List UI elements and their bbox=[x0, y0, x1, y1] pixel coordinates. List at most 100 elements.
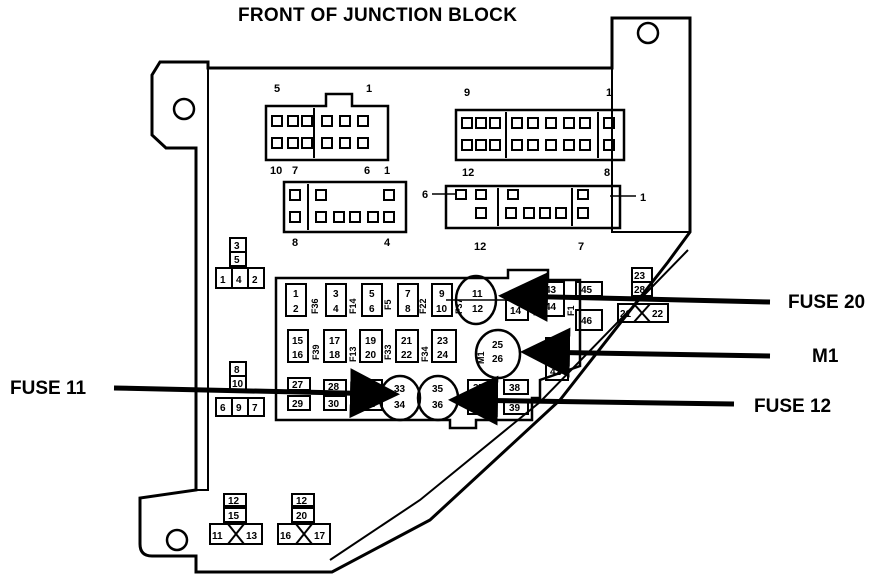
relay-b1-pin: 13 bbox=[246, 531, 258, 542]
fuse-num: 2 bbox=[293, 304, 299, 315]
callout-m1: M1 bbox=[812, 346, 839, 367]
relay-mid-pin: 10 bbox=[232, 379, 244, 390]
c3-pin-tl: 7 bbox=[292, 165, 298, 177]
arrow-m1 bbox=[520, 327, 771, 378]
relay-bottom-1: 12 15 11 13 bbox=[209, 493, 263, 545]
relay-mid-pin: 6 bbox=[220, 403, 226, 414]
fuse-label: F36 bbox=[310, 298, 320, 314]
relay-left-pin: 4 bbox=[236, 275, 242, 286]
fuse-num: 16 bbox=[292, 350, 304, 361]
arrow-fuse20 bbox=[498, 271, 771, 322]
c3-pin-tr: 1 bbox=[384, 165, 390, 177]
fuse-num: 4 bbox=[333, 304, 339, 315]
fuse-num: 26 bbox=[492, 354, 504, 365]
fuse-num: 23 bbox=[437, 336, 449, 347]
relay-mid-pin: 9 bbox=[236, 403, 242, 414]
relay-right-pin: 23 bbox=[634, 271, 646, 282]
fuse-num: 30 bbox=[328, 399, 340, 410]
c2-pin-tl: 9 bbox=[464, 87, 470, 99]
connector-c2: 9 1 12 8 bbox=[454, 87, 626, 179]
c3-pin-bl: 8 bbox=[292, 237, 298, 249]
c4-pin-bl: 12 bbox=[474, 241, 486, 253]
relay-b1-pin: 11 bbox=[212, 531, 223, 542]
fuse-num: 27 bbox=[292, 380, 304, 391]
callout-arrows bbox=[113, 271, 771, 426]
relay-left-pin: 3 bbox=[234, 241, 240, 252]
c2-pin-bl: 12 bbox=[462, 167, 474, 179]
relay-cell-num: 45 bbox=[581, 285, 593, 296]
fuse-num: 19 bbox=[365, 336, 377, 347]
fuse-num: 9 bbox=[439, 289, 445, 300]
c4-pin-l: 6 bbox=[422, 189, 428, 201]
c2-pin-tr: 1 bbox=[606, 87, 612, 99]
fuse-label: F5 bbox=[383, 299, 393, 310]
relay-b2-pin: 12 bbox=[296, 496, 308, 507]
fuse-num: 38 bbox=[509, 383, 521, 394]
fuse-num: 40 bbox=[473, 403, 485, 414]
fuse-num: 28 bbox=[328, 382, 340, 393]
fuse-num: 33 bbox=[394, 384, 406, 395]
c1-pin-br: 6 bbox=[364, 165, 370, 177]
fuse-num: 36 bbox=[432, 400, 444, 411]
c3-pin-br: 4 bbox=[384, 237, 391, 249]
relay-b1-pin: 12 bbox=[228, 496, 240, 507]
fuse-num: 29 bbox=[292, 399, 304, 410]
fuse-num: 11 bbox=[472, 289, 483, 300]
relay-b2-pin: 16 bbox=[280, 531, 292, 542]
block-inner-wall bbox=[196, 68, 690, 491]
fuse-num: 7 bbox=[405, 289, 411, 300]
relay-mid-left: 8 10 6 9 7 bbox=[215, 361, 265, 417]
fuse-num: 10 bbox=[436, 304, 448, 315]
fuse-num: 1 bbox=[293, 289, 299, 300]
connector-c1: 5 1 10 6 bbox=[264, 83, 390, 177]
fuse-num: 21 bbox=[401, 336, 413, 347]
c1-pin-bl: 10 bbox=[270, 165, 282, 177]
c4-pin-br: 7 bbox=[578, 241, 584, 253]
fuse-num: 8 bbox=[405, 304, 411, 315]
relay-b1-pin: 15 bbox=[228, 511, 240, 522]
fuse-num: 5 bbox=[369, 289, 375, 300]
fuse-num: 22 bbox=[401, 350, 413, 361]
c2-pin-br: 8 bbox=[604, 167, 610, 179]
fuse-num: 12 bbox=[472, 304, 484, 315]
relay-right-pin: 22 bbox=[652, 309, 664, 320]
relay-cell-num: 43 bbox=[545, 285, 557, 296]
fuse-label: F14 bbox=[348, 298, 358, 314]
mount-hole-bottom-left bbox=[165, 528, 189, 552]
relay-cell-num: 44 bbox=[545, 302, 557, 313]
diagram-title: FRONT OF JUNCTION BLOCK bbox=[238, 5, 518, 26]
fuse-num: 6 bbox=[369, 304, 375, 315]
relay-b2-pin: 20 bbox=[296, 511, 308, 522]
relay-left: 3 5 1 4 2 bbox=[215, 237, 265, 289]
connector-c3: 7 1 8 4 bbox=[282, 165, 408, 249]
mount-hole-top-right bbox=[636, 21, 660, 45]
fuse-num: 14 bbox=[510, 306, 522, 317]
fuse-labels: F36 F14 F5 F22 F37 F2 F39 F13 F33 F34 F1 bbox=[310, 298, 576, 362]
relay-b2-pin: 17 bbox=[314, 531, 326, 542]
fuse-num: 37 bbox=[473, 383, 485, 394]
relay-bottom-2: 12 20 16 17 bbox=[277, 493, 331, 545]
fuse-num: 35 bbox=[432, 384, 444, 395]
relay-cell-num: 46 bbox=[581, 316, 593, 327]
fuse-num: 25 bbox=[492, 340, 504, 351]
c4-pin-r: 1 bbox=[640, 192, 646, 204]
c1-pin-tr: 1 bbox=[366, 83, 372, 95]
relay-right-pin: 21 bbox=[620, 309, 632, 320]
c1-pin-tl: 5 bbox=[274, 83, 280, 95]
fuse-num: 17 bbox=[329, 336, 341, 347]
relay-right: 23 28 21 22 bbox=[617, 267, 669, 323]
arrow-fuse11 bbox=[113, 368, 400, 419]
m1-circle-label: M1 bbox=[476, 351, 486, 364]
block-outline bbox=[138, 16, 692, 574]
fuse-num: 24 bbox=[437, 350, 449, 361]
fuse-label: F22 bbox=[418, 298, 428, 314]
fuse-label: F33 bbox=[383, 344, 393, 360]
mount-hole-top-left bbox=[172, 97, 196, 121]
callout-fuse12: FUSE 12 bbox=[754, 396, 832, 417]
fuse-label: F37 bbox=[454, 298, 464, 314]
fuse-label: F34 bbox=[420, 346, 430, 362]
relay-mid-pin: 8 bbox=[234, 365, 240, 376]
fuse-label: F1 bbox=[566, 305, 576, 316]
fuse-num: 32 bbox=[364, 399, 376, 410]
